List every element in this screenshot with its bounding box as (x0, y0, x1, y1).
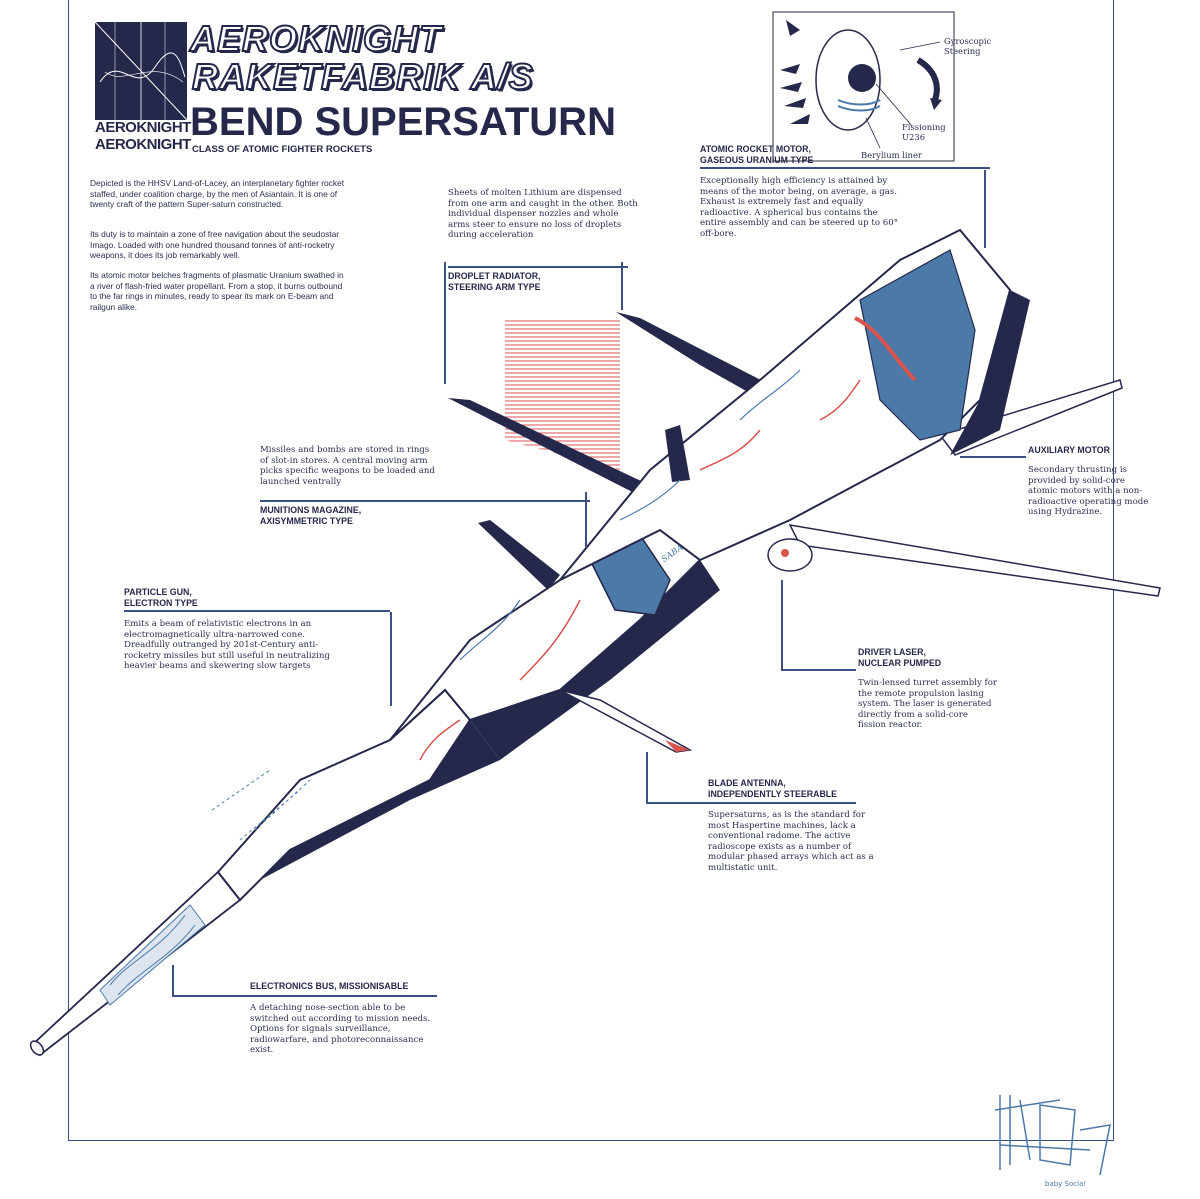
frame-right-line (1113, 0, 1114, 1141)
callout-droplet-pre-text: Sheets of molten Lithium are dispensed f… (448, 188, 638, 241)
ventral-fin (478, 520, 560, 590)
callout-particle-gun-heading: PARTICLE GUN, ELECTRON TYPE (124, 587, 390, 612)
leader-particle-gun (390, 612, 392, 706)
title-line-1: AEROKNIGHT (189, 17, 442, 60)
callout-driver-laser-text: Twin-lensed turret assembly for the remo… (858, 678, 998, 731)
leader-driver-laser-h (781, 669, 856, 671)
leader-blade-antenna-h (646, 802, 856, 804)
driver-laser-turret (767, 538, 813, 572)
intro-paragraph-1: Depicted is the HHSV Land-of-Lacey, an i… (90, 178, 345, 210)
callout-munitions-pre-text: Missiles and bombs are stored in rings o… (260, 445, 435, 487)
title-line-2: RAKETFABRIK A/S (191, 55, 534, 98)
callout-munitions-heading: MUNITIONS MAGAZINE, AXISYMMETRIC TYPE (260, 500, 590, 526)
dorsal-mast (665, 425, 690, 482)
leader-atomic-motor-h (984, 170, 986, 248)
leader-auxiliary (960, 456, 1026, 458)
callout-blade-antenna-text: Supersaturns, as is the standard for mos… (708, 810, 874, 873)
aft-hull-shadow (950, 290, 1030, 455)
callout-driver-laser-heading: DRIVER LASER, NUCLEAR PUMPED (858, 647, 942, 668)
intro-paragraph-3: Its atomic motor belches fragments of pl… (90, 270, 344, 312)
inset-core (848, 64, 876, 92)
logo-wordmark-1: AEROKNIGHT (95, 119, 191, 136)
logo-wordmark-2: AEROKNIGHT (95, 136, 191, 153)
radiator-arm-upper (616, 312, 790, 410)
auxiliary-boom-lower (788, 524, 1161, 597)
leader-droplet-left (444, 262, 446, 384)
inset-exhaust-arrows (780, 20, 810, 124)
callout-atomic-motor-text: Exceptionally high efficiency is attaine… (700, 176, 898, 239)
engine-bay-red-stripe (854, 316, 917, 382)
leader-electronics-v (172, 965, 174, 997)
intro-paragraph-2: Its duty is to maintain a zone of free n… (90, 229, 340, 261)
title-line-3: BEND SUPERSATURN (190, 100, 616, 144)
inset-label-beryllium: Berylium liner (861, 150, 922, 160)
subtitle: CLASS OF ATOMIC FIGHTER ROCKETS (192, 144, 373, 155)
callout-particle-gun-text: Emits a beam of relativistic electrons i… (124, 619, 330, 672)
callout-auxiliary-heading: AUXILIARY MOTOR (1028, 445, 1110, 455)
inset-label-gyroscopic: Gyroscopic Steering (944, 36, 992, 56)
forward-hull (216, 688, 472, 902)
electronics-bus-pattern (99, 904, 206, 1006)
forward-hull-shadow (260, 720, 500, 880)
radiator-arm-lower (448, 398, 660, 500)
leader-droplet-right (621, 262, 623, 310)
frame-left-line (68, 0, 69, 1141)
callout-electronics-heading: ELECTRONICS BUS, MISSIONISABLE (250, 981, 409, 991)
callout-electronics-text: A detaching nose-section able to be swit… (250, 1003, 431, 1056)
callout-blade-antenna-heading: BLADE ANTENNA, INDEPENDENTLY STEERABLE (708, 778, 838, 799)
logo-art (95, 22, 187, 120)
frame-bottom-line (68, 1140, 1114, 1141)
leader-driver-laser-v (781, 580, 783, 670)
callout-droplet-heading: DROPLET RADIATOR, STEERING ARM TYPE (448, 266, 628, 292)
brand-logo (95, 22, 187, 120)
leader-blade-antenna-v (646, 752, 648, 804)
artist-signature (994, 1095, 1111, 1176)
engine-bay-blue (859, 249, 976, 441)
signature-text: baby Socia! (1045, 1180, 1086, 1188)
nose-tip (29, 1040, 45, 1056)
callout-atomic-motor-heading: ATOMIC ROCKET MOTOR, GASEOUS URANIUM TYP… (700, 144, 990, 169)
leader-munitions (585, 492, 587, 548)
callout-auxiliary-text: Secondary thrusting is provided by solid… (1028, 465, 1149, 518)
inset-label-fissioning: Fissioning U236 (902, 122, 946, 142)
leader-electronics-h (172, 995, 437, 997)
inset-gyro-arrow (916, 57, 940, 101)
